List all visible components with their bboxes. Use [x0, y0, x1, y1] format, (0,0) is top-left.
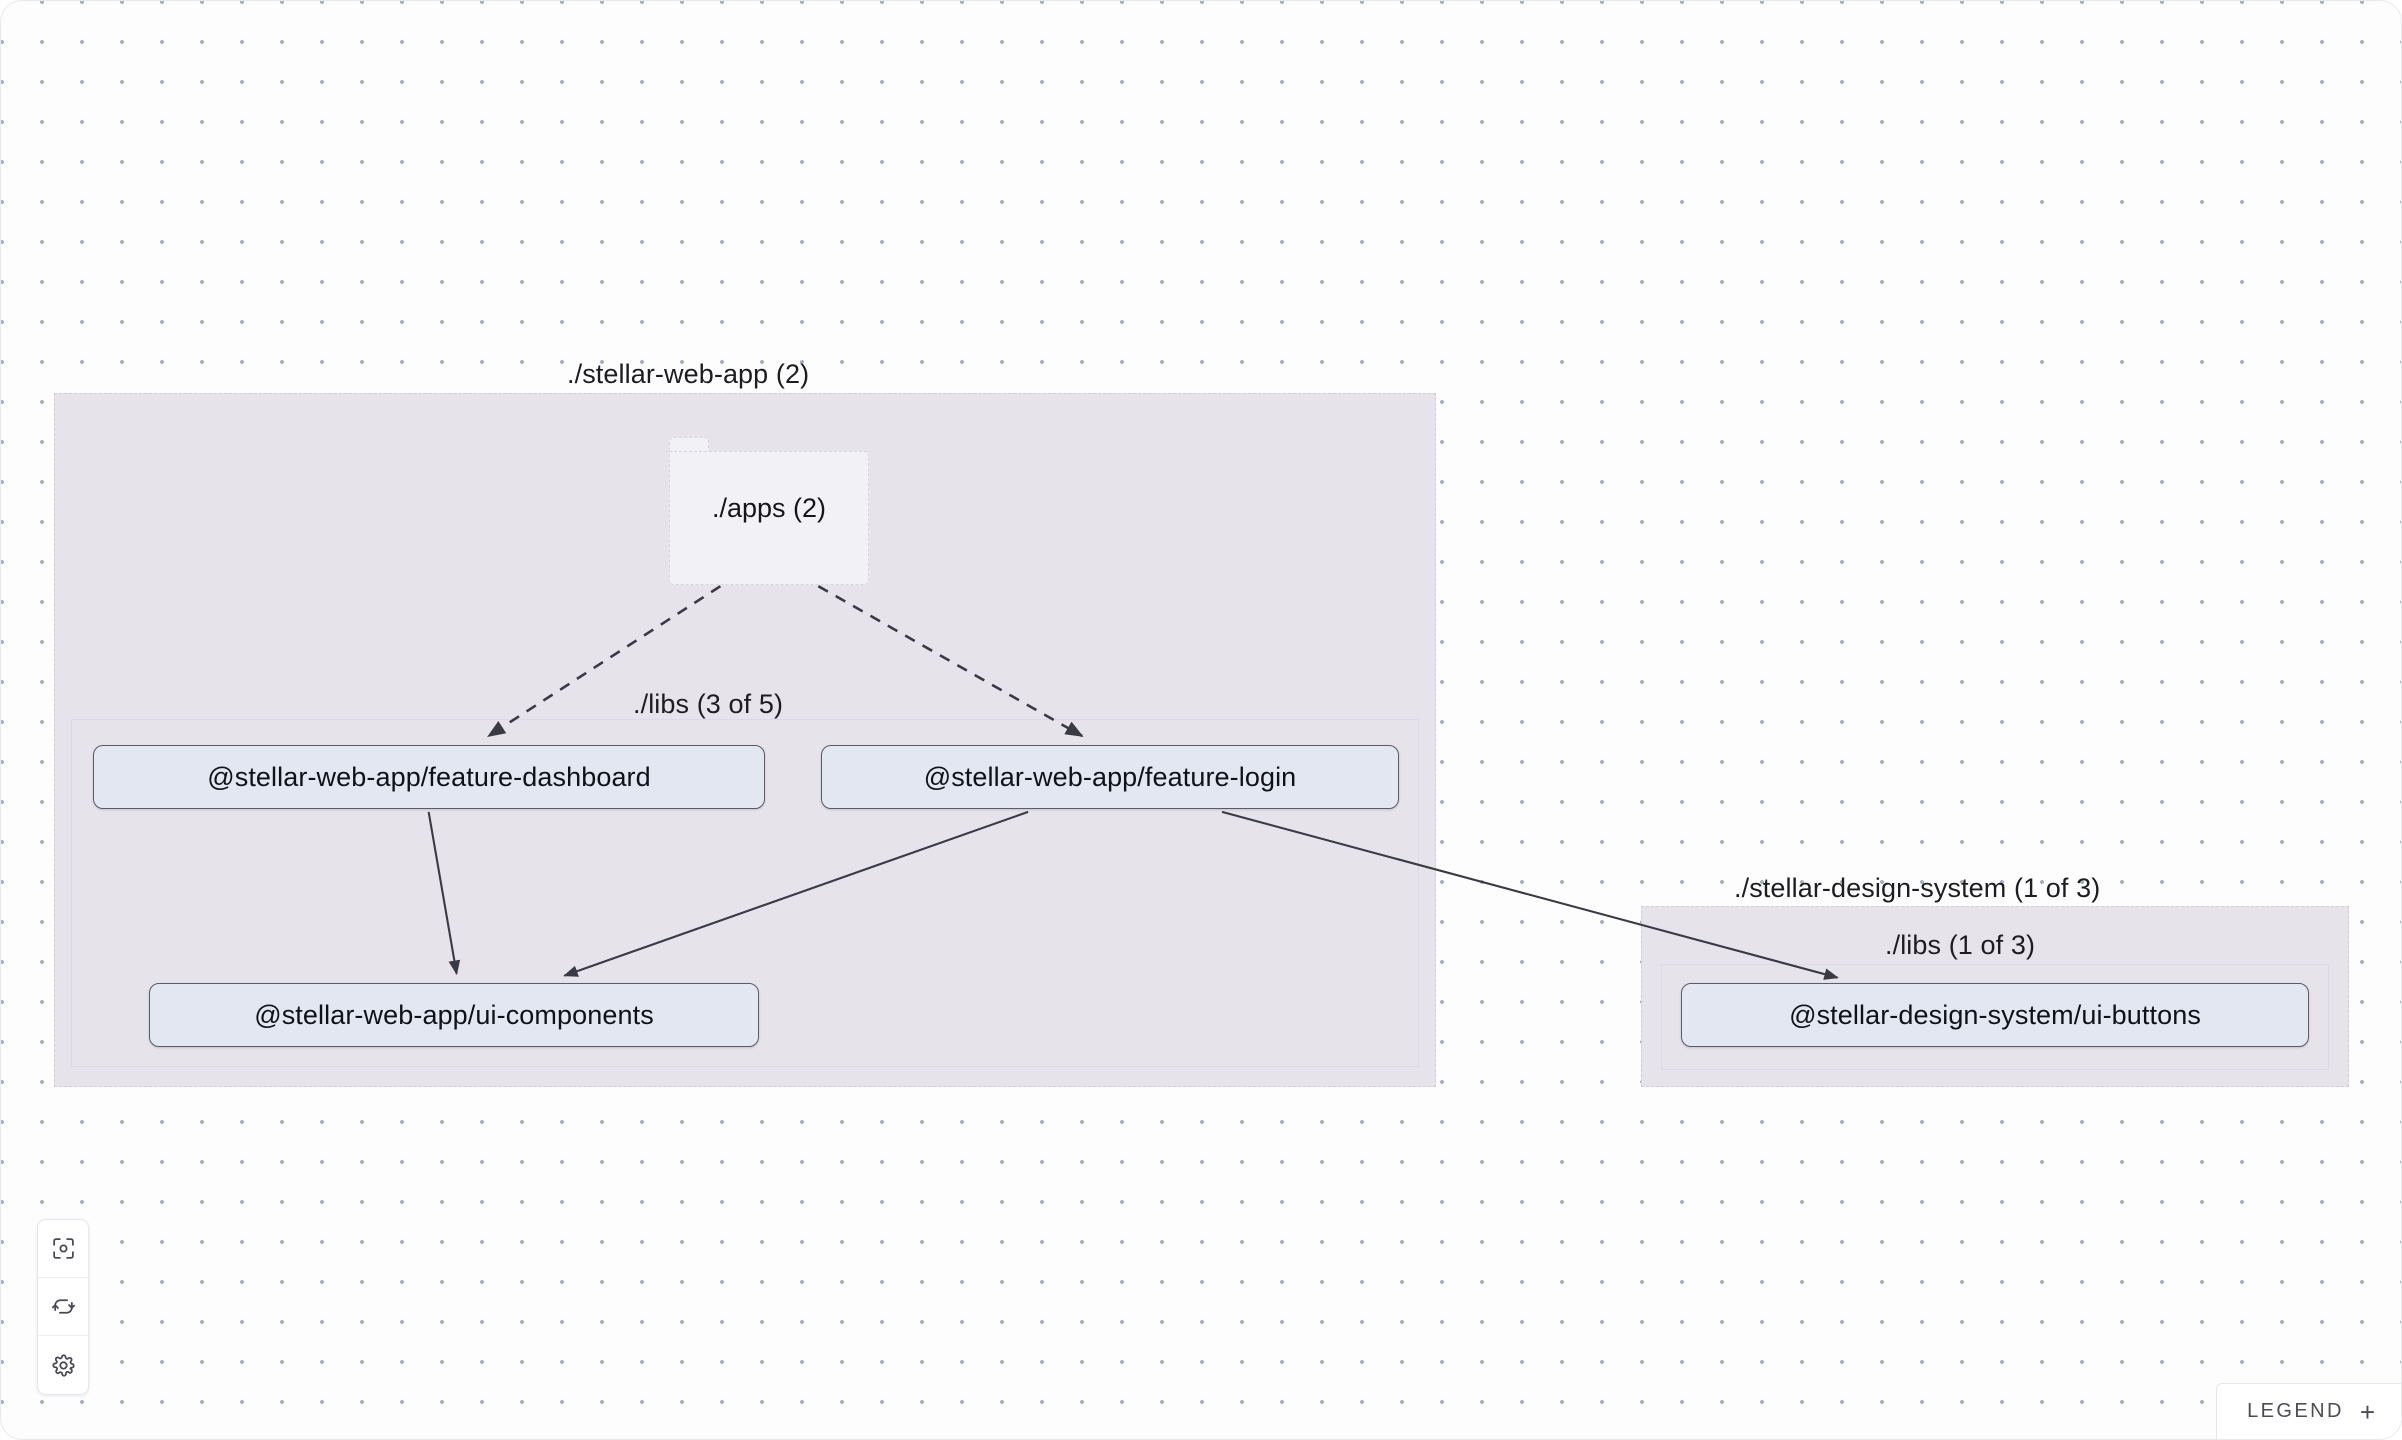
legend-panel[interactable]: LEGEND +: [2216, 1383, 2401, 1439]
directory-title-ds-libs: ./libs (1 of 3): [1885, 930, 2036, 960]
project-title-stellar-design-system: ./stellar-design-system (1 of 3): [1734, 873, 2101, 903]
graph-toolbar[interactable]: [37, 1219, 89, 1395]
folder-apps[interactable]: ./apps (2): [669, 437, 869, 585]
refresh-sync-icon: [51, 1294, 76, 1319]
folder-apps-label: ./apps (2): [711, 492, 827, 523]
node-label: @stellar-web-app/feature-dashboard: [207, 761, 651, 792]
legend-label: LEGEND: [2247, 1400, 2344, 1422]
refresh-graph-button[interactable]: [38, 1278, 88, 1336]
node-label: @stellar-design-system/ui-buttons: [1789, 999, 2201, 1030]
node-label: @stellar-web-app/feature-login: [923, 761, 1297, 792]
node-ui-components[interactable]: @stellar-web-app/ui-components: [149, 983, 759, 1047]
legend-expand-icon[interactable]: +: [2359, 1396, 2375, 1427]
node-ui-buttons[interactable]: @stellar-design-system/ui-buttons: [1681, 983, 2309, 1047]
focus-graph-button[interactable]: [38, 1220, 88, 1278]
node-label: @stellar-web-app/ui-components: [254, 999, 654, 1030]
folder-body: ./apps (2): [669, 451, 869, 585]
settings-button[interactable]: [38, 1336, 88, 1394]
node-feature-login[interactable]: @stellar-web-app/feature-login: [821, 745, 1399, 809]
gear-icon: [51, 1353, 76, 1378]
folder-tab: [669, 437, 709, 453]
node-feature-dashboard[interactable]: @stellar-web-app/feature-dashboard: [93, 745, 765, 809]
directory-title-libs: ./libs (3 of 5): [633, 689, 784, 719]
directory-group-ds-libs[interactable]: [1661, 964, 2329, 1070]
project-title-stellar-web-app: ./stellar-web-app (2): [567, 359, 810, 389]
focus-target-icon: [51, 1236, 76, 1261]
